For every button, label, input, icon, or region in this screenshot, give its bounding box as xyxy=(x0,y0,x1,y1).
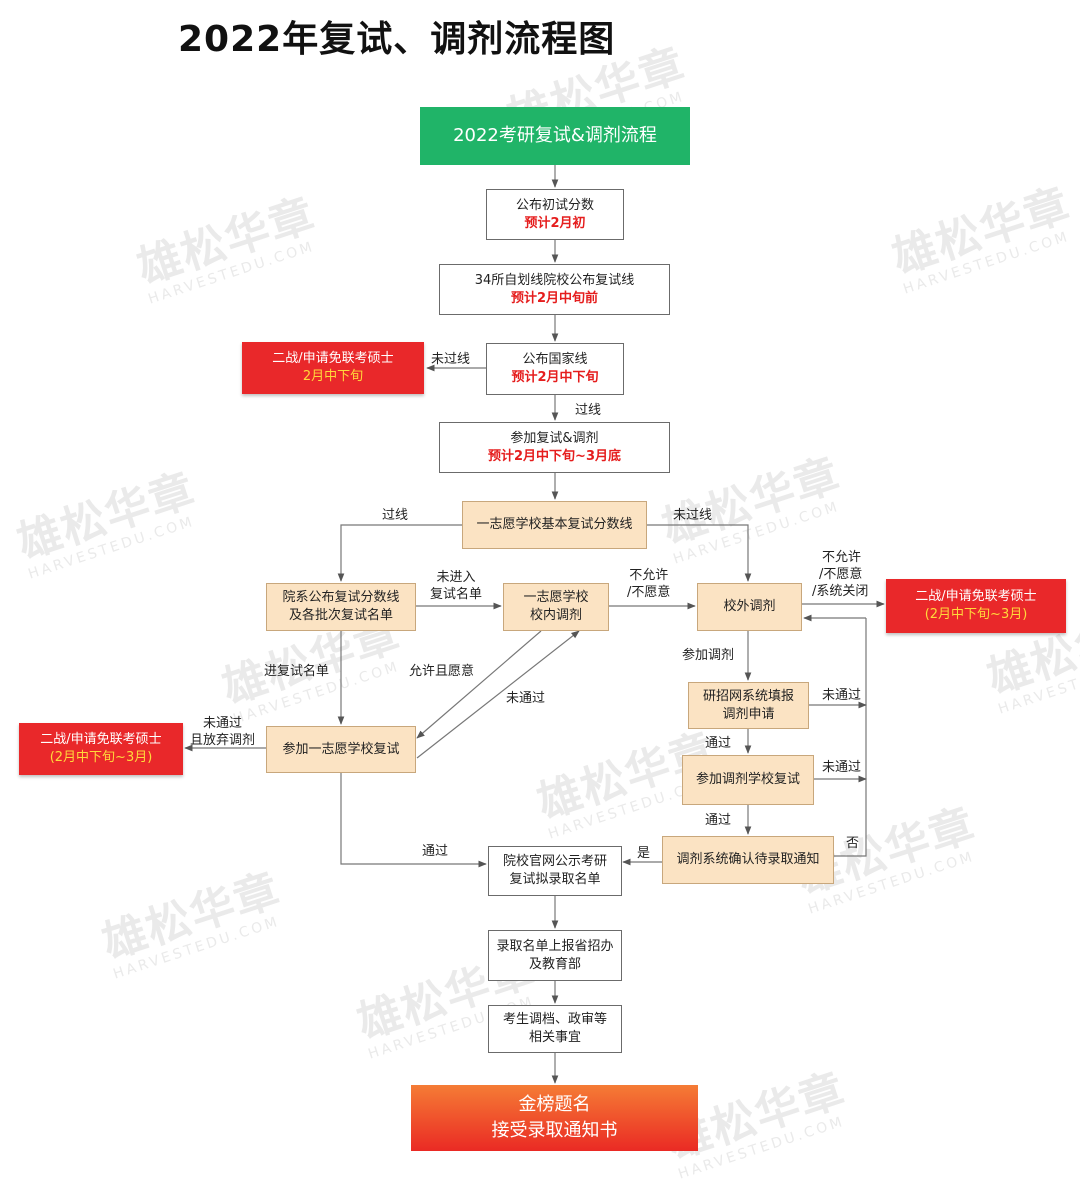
label-no: 否 xyxy=(846,836,860,851)
label-pass-national: 过线 xyxy=(575,403,602,418)
first-retest-node: 参加一志愿学校复试 xyxy=(266,726,416,773)
label-passed-first-retest: 通过 xyxy=(422,844,449,859)
second-try-left-node: 二战/申请免联考硕士 (2月中下旬~3月) xyxy=(19,723,183,775)
label-not-passed-system-fill: 未通过 xyxy=(822,688,862,703)
label-not-pass-national: 未过线 xyxy=(431,352,471,367)
label-passed-system-fill: 通过 xyxy=(705,736,732,751)
start-node: 2022考研复试&调剂流程 xyxy=(420,107,690,165)
final-node: 金榜题名 接受录取通知书 xyxy=(411,1085,698,1151)
confirm-admission-node: 调剂系统确认待录取通知 xyxy=(662,836,834,884)
external-adjust-node: 校外调剂 xyxy=(697,583,802,631)
second-try-right-node: 二战/申请免联考硕士 (2月中下旬~3月) xyxy=(886,579,1066,633)
label-pass-first-line: 过线 xyxy=(382,508,409,523)
arrow-internal-to-first-retest xyxy=(416,630,542,739)
dept-publish-node: 院系公布复试分数线 及各批次复试名单 xyxy=(266,583,416,631)
label-not-allowed-internal: 不允许 /不愿意 xyxy=(627,568,671,600)
label-not-pass-first-line: 未过线 xyxy=(673,508,713,523)
archive-node: 考生调档、政审等 相关事宜 xyxy=(488,1005,622,1053)
attend-retest-node: 参加复试&调剂 预计2月中下旬~3月底 xyxy=(439,422,670,473)
label-not-passed-adjust-retest: 未通过 xyxy=(822,760,862,775)
label-in-list: 进复试名单 xyxy=(264,664,330,679)
label-passed-adjust-retest: 通过 xyxy=(705,813,732,828)
publicize-node: 院校官网公示考研 复试拟录取名单 xyxy=(488,846,622,896)
arrow-first-line-to-dept xyxy=(337,524,462,582)
feedback-loop-right xyxy=(834,618,867,857)
system-fill-node: 研招网系统填报 调剂申请 xyxy=(688,682,809,729)
label-join-adjust: 参加调剂 xyxy=(682,648,735,663)
arrow-first-line-to-external xyxy=(647,524,752,582)
internal-adjust-node: 一志愿学校 校内调剂 xyxy=(503,583,609,631)
report-node: 录取名单上报省招办 及教育部 xyxy=(488,930,622,981)
label-not-allowed-external: 不允许 /不愿意 /系统关闭 xyxy=(812,550,869,599)
label-not-passed-internal: 未通过 xyxy=(506,691,546,706)
self-line-node: 34所自划线院校公布复试线 预计2月中旬前 xyxy=(439,264,670,315)
first-choice-line-node: 一志愿学校基本复试分数线 xyxy=(462,501,647,549)
national-line-node: 公布国家线 预计2月中下旬 xyxy=(486,343,624,395)
adjust-retest-node: 参加调剂学校复试 xyxy=(682,755,814,805)
publish-scores-node: 公布初试分数 预计2月初 xyxy=(486,189,624,240)
arrow-first-retest-to-internal xyxy=(416,630,580,759)
second-try-top-node: 二战/申请免联考硕士 2月中下旬 xyxy=(242,342,424,394)
label-yes: 是 xyxy=(637,846,651,861)
label-not-in-list: 未进入 复试名单 xyxy=(430,570,483,602)
label-give-up: 未通过 且放弃调剂 xyxy=(190,716,256,748)
label-allow-willing: 允许且愿意 xyxy=(409,664,475,679)
page-title: 2022年复试、调剂流程图 xyxy=(178,19,616,60)
arrow-first-retest-to-publicize xyxy=(340,773,487,868)
